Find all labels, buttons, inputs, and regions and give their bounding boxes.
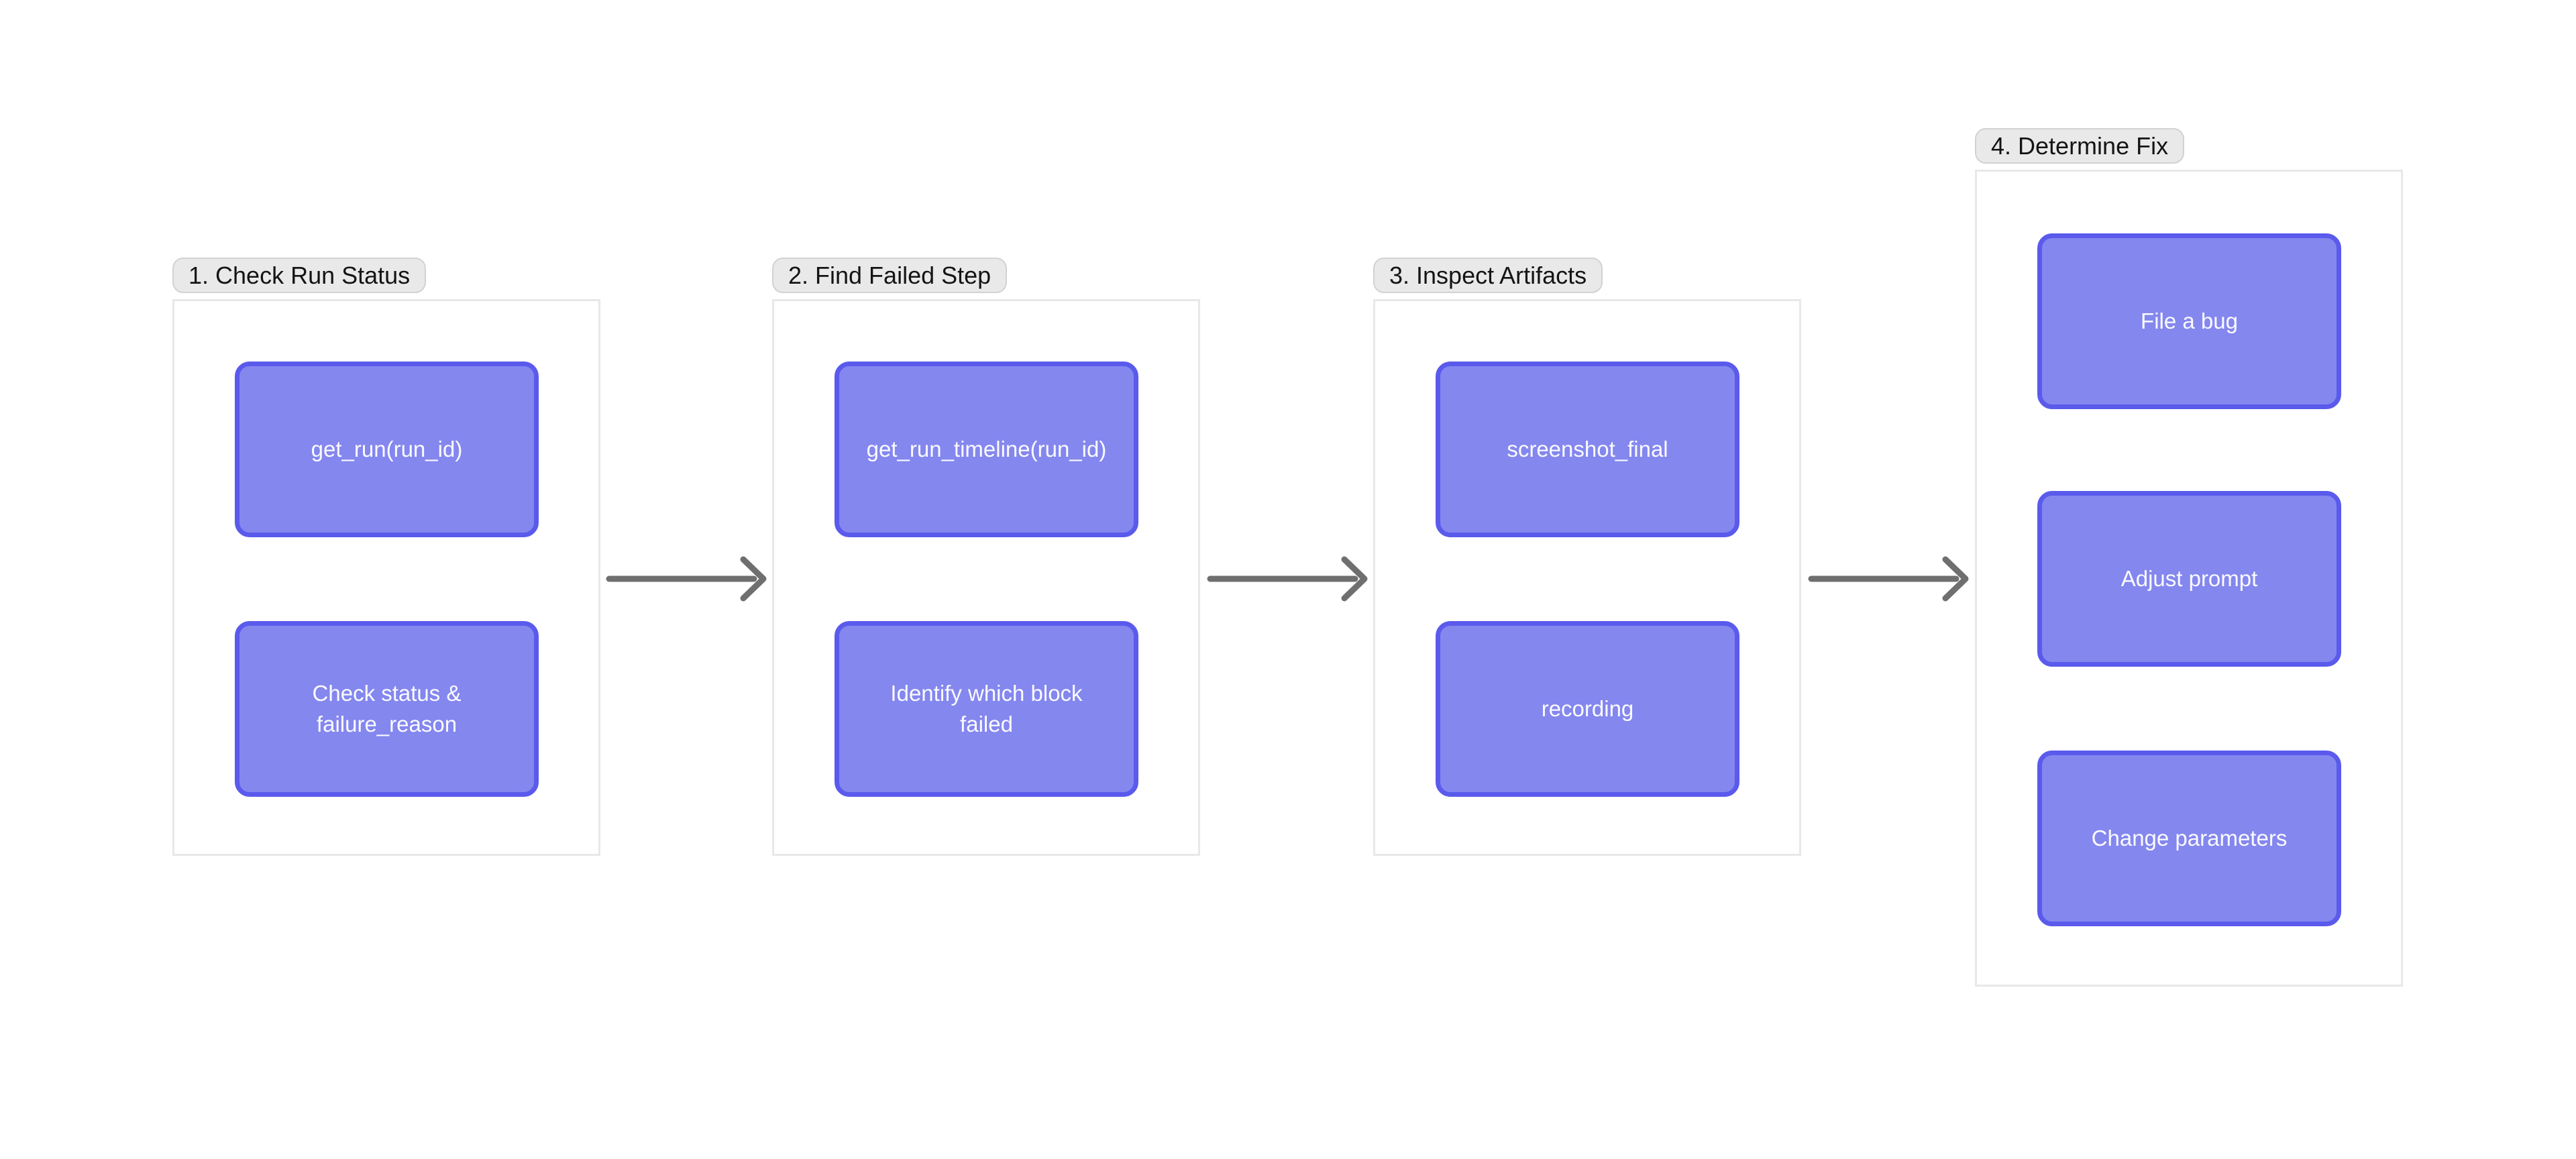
flow-node-recording: recording	[1436, 621, 1739, 797]
flow-arrow-1	[606, 556, 767, 602]
flow-node-file-a-bug: File a bug	[2037, 233, 2341, 409]
flow-node-identify-block: Identify which block failed	[835, 621, 1138, 797]
flow-node-change-parameters: Change parameters	[2037, 751, 2341, 926]
stage-label-2: 2. Find Failed Step	[772, 258, 1008, 293]
flow-node-get-run-timeline: get_run_timeline(run_id)	[835, 362, 1138, 537]
flow-arrow-3	[1808, 556, 1969, 602]
flow-node-check-status: Check status & failure_reason	[235, 621, 539, 797]
flow-node-screenshot-final: screenshot_final	[1436, 362, 1739, 537]
stage-label-3: 3. Inspect Artifacts	[1373, 258, 1603, 293]
flow-node-get-run: get_run(run_id)	[235, 362, 539, 537]
flow-arrow-2	[1207, 556, 1368, 602]
stage-label-1: 1. Check Run Status	[172, 258, 427, 293]
stage-label-4: 4. Determine Fix	[1975, 128, 2185, 164]
flow-node-adjust-prompt: Adjust prompt	[2037, 491, 2341, 667]
